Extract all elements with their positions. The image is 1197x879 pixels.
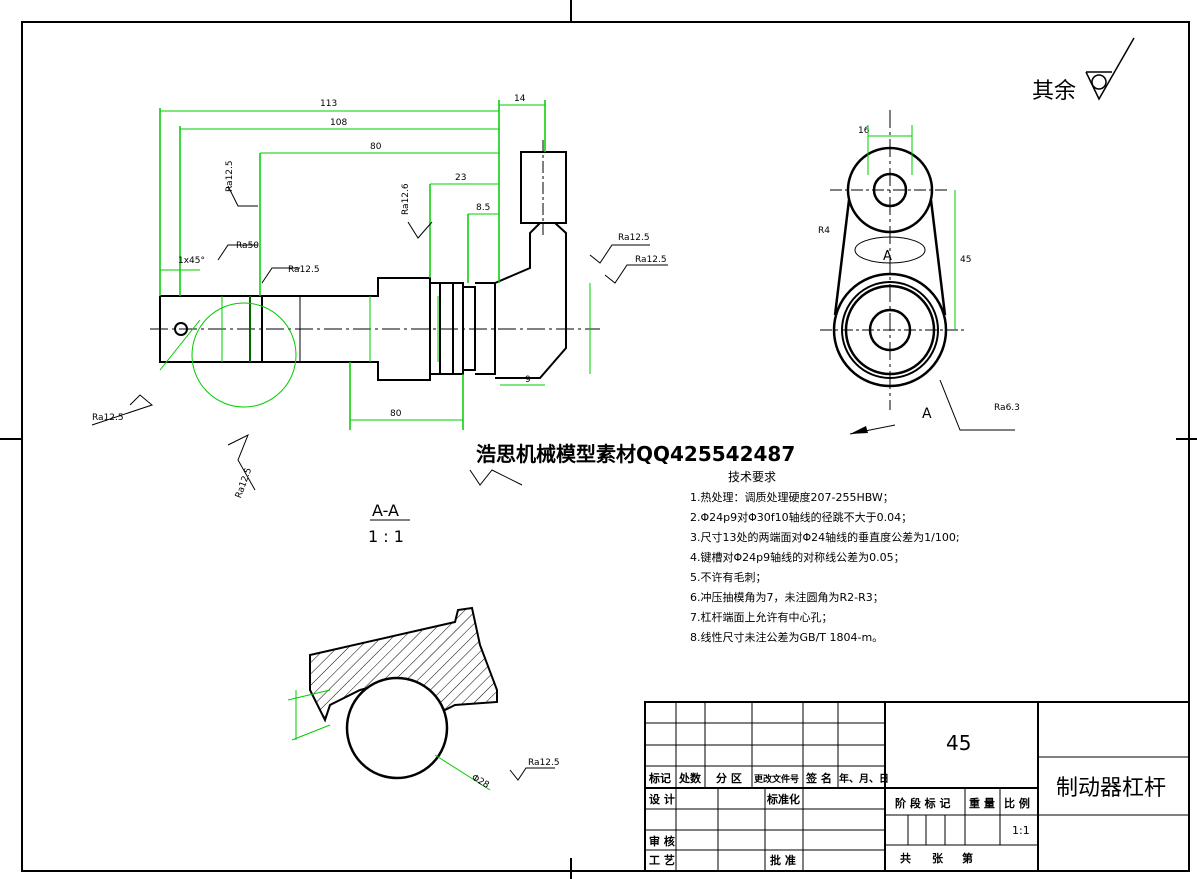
tech-req-item-1: 1.热处理：调质处理硬度207-255HBW； [690,490,894,504]
tech-req-item-6: 6.冲压抽模角为7，未注圆角为R2-R3； [690,590,884,604]
label-std: 标准化 [766,792,800,806]
tech-req-item-5: 5.不许有毛刺； [690,570,767,584]
tech-req-item-8: 8.线性尺寸未注公差为GB/T 1804-m。 [690,630,883,644]
front-view [150,140,600,408]
tech-requirements: 技术要求 1.热处理：调质处理硬度207-255HBW； 2.Φ24p9对Φ30… [690,470,960,644]
remaining-roughness-label: 其余 [1032,79,1076,104]
watermark: 浩思机械模型素材QQ425542487 [476,442,795,466]
section-arrow-icon [850,426,868,434]
label-mark: 标记 [648,771,671,785]
roughness-4: Ra12.6 [401,183,411,215]
title-block: 45 制动器杠杆 标记 处数 分 区 更改文件号 签 名 年、月、日 设 计 标… [644,701,1190,872]
side-dim-16: 16 [858,126,870,136]
dim-8-5: 8.5 [476,203,490,213]
section-a-a: A-A 1 : 1 Φ28 Ra12.5 [287,501,560,791]
section-hole-icon [345,676,449,780]
label-doc: 更改文件号 [754,773,799,785]
label-process: 工 艺 [649,853,675,867]
label-weight: 重 量 [969,796,995,810]
dim-14: 14 [514,94,526,104]
tech-req-item-4: 4.键槽对Φ24p9轴线的对称线公差为0.05； [690,550,905,564]
label-sheet-no: 第 [962,851,973,865]
roughness-1: Ra12.5 [225,160,235,192]
dim-23: 23 [455,173,466,183]
roughness-9: Ra6.3 [994,403,1020,413]
label-zone: 分 区 [716,771,742,785]
pin-hole-icon [174,322,188,336]
dim-chamfer: 1x45° [178,256,205,266]
tech-req-item-2: 2.Φ24p9对Φ30f10轴线的径跳不大于0.04； [690,510,912,524]
dim-80: 80 [370,142,382,152]
label-sign: 签 名 [805,771,832,785]
roughness-3: Ra12.5 [288,265,320,275]
dim-80b: 80 [390,409,402,419]
tech-req-title: 技术要求 [728,470,776,484]
scale-value: 1:1 [1012,824,1030,837]
section-name: A-A [372,501,399,520]
roughness-circle-icon [1091,74,1107,90]
label-review: 审 核 [649,834,675,848]
label-stage: 阶 段 标 记 [895,796,951,810]
material: 45 [946,731,971,755]
label-scale: 比 例 [1004,796,1030,810]
label-sheets: 张 [932,851,944,865]
roughness-7: Ra12.5 [92,413,124,423]
remaining-roughness: 其余 [1032,37,1135,104]
dim-113: 113 [320,99,337,109]
roughness-10: Ra12.5 [528,758,560,768]
label-design: 设 计 [649,792,675,806]
dim-108: 108 [330,118,347,128]
section-scale: 1 : 1 [368,527,404,546]
view-mark-a-lower: A [922,406,932,422]
side-dim-r4: R4 [818,226,830,236]
dim-9: 9 [525,375,531,385]
label-approve: 批 准 [770,853,796,867]
label-count: 处数 [678,771,702,785]
tech-req-item-7: 7.杠杆端面上允许有中心孔； [690,610,833,624]
label-total: 共 [900,851,911,865]
part-name: 制动器杠杆 [1056,776,1166,801]
label-date: 年、月、日 [839,772,889,785]
roughness-5: Ra12.5 [618,233,650,243]
tech-req-item-3: 3.尺寸13处的两端面对Φ24轴线的垂直度公差为1/100; [690,530,960,544]
view-mark-a-upper: A [883,249,892,264]
roughness-2: Ra50 [236,241,259,251]
side-view: 16 45 R4 A A Ra6.3 [818,110,1020,435]
front-dimensions: 113 108 80 23 14 8.5 80 9 1x45° [159,94,591,430]
detail-circle-icon [191,302,297,408]
roughness-check-icon [1085,37,1135,101]
roughness-6: Ra12.5 [635,255,667,265]
side-dim-45: 45 [960,255,971,265]
